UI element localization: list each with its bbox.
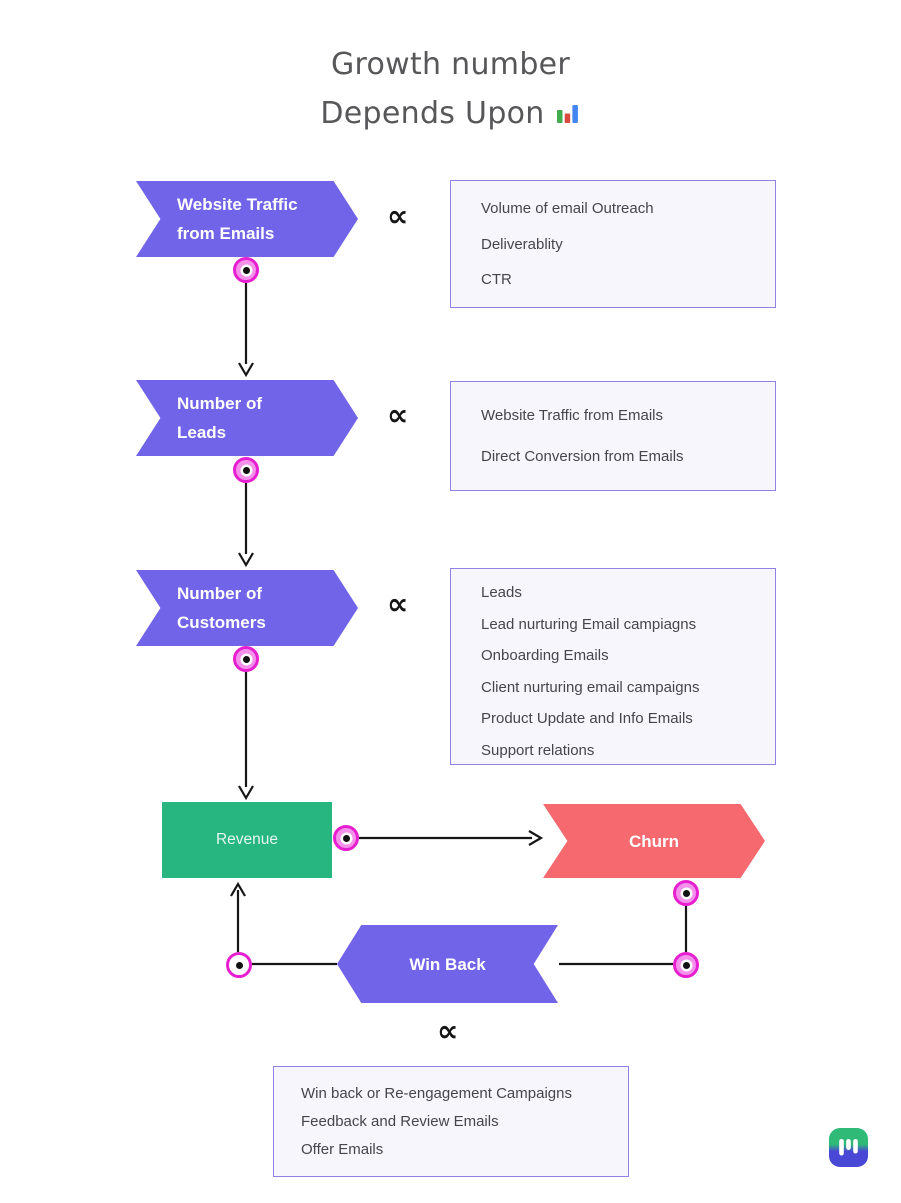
page-title-line1: Growth number [330, 47, 571, 82]
factor-item: Lead nurturing Email campiagns [481, 615, 697, 633]
factor-item: Deliverablity [481, 235, 563, 253]
proportional-symbol: ∝ [387, 199, 409, 234]
page-title: Growth number Depends Upon [0, 40, 901, 142]
factor-item: Direct Conversion from Emails [481, 448, 684, 466]
bar-chart-emoji-icon [554, 100, 581, 135]
factor-item: Offer Emails [301, 1141, 384, 1158]
factor-item: Leads [481, 584, 522, 601]
factors-box-win-back: Win back or Re-engagement Campaigns Feed… [273, 1066, 629, 1177]
node-label-line2: Customers [177, 613, 266, 632]
connector-dot [333, 825, 359, 851]
factor-item: Support relations [481, 741, 595, 759]
factor-item: Win back or Re-engagement Campaigns [301, 1085, 572, 1102]
factor-item: Onboarding Emails [481, 647, 609, 664]
mailmodo-bars-logo-icon [829, 1128, 868, 1172]
factors-box-customers: Leads Lead nurturing Email campiagns Onb… [450, 568, 776, 765]
factor-item: Client nurturing email campaigns [481, 678, 700, 696]
connector-dot [673, 952, 699, 978]
proportional-symbol: ∝ [387, 398, 409, 433]
factors-box-leads: Website Traffic from Emails Direct Conve… [450, 381, 776, 491]
page-title-line2: Depends Upon [0, 89, 901, 142]
node-label: Churn [628, 831, 680, 851]
connector-dot [233, 646, 259, 672]
factor-item: CTR [481, 271, 512, 289]
connector-dot [673, 880, 699, 906]
node-label-line1: Number of [177, 584, 262, 603]
node-number-of-leads: Number of Leads [136, 380, 358, 456]
factor-item: Feedback and Review Emails [301, 1113, 499, 1130]
node-label-line1: Website Traffic [177, 195, 298, 214]
connector-dot [233, 457, 259, 483]
proportional-symbol: ∝ [387, 587, 409, 622]
factor-item: Product Update and Info Emails [481, 710, 693, 727]
factors-box-website-traffic: Volume of email Outreach Deliverablity C… [450, 180, 776, 308]
connector-dot [226, 952, 252, 978]
node-win-back: Win Back [337, 925, 558, 1003]
node-churn: Churn [543, 804, 765, 878]
node-label: Win Back [409, 954, 486, 974]
node-label-line2: from Emails [177, 224, 275, 243]
node-label: Revenue [215, 831, 279, 848]
node-label-line1: Number of [177, 394, 262, 413]
connector-dot [233, 257, 259, 283]
node-revenue: Revenue [162, 802, 332, 878]
node-website-traffic: Website Traffic from Emails [136, 181, 358, 257]
node-number-of-customers: Number of Customers [136, 570, 358, 646]
node-label-line2: Leads [177, 423, 227, 442]
factor-item: Volume of email Outreach [481, 199, 654, 217]
factor-item: Website Traffic from Emails [481, 406, 663, 424]
proportional-symbol: ∝ [437, 1014, 459, 1049]
